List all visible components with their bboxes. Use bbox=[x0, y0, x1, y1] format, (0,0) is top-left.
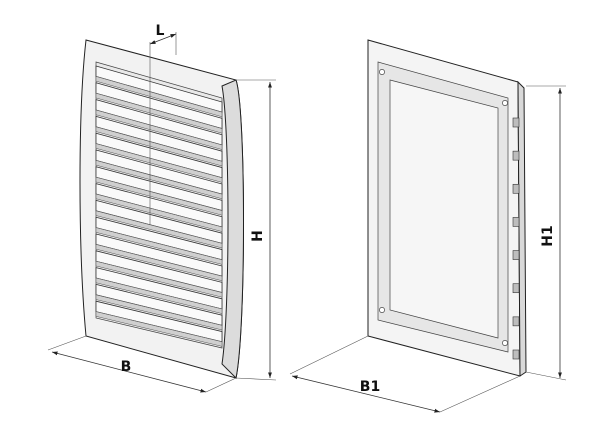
b1-extension-left bbox=[289, 335, 369, 375]
louver-shadow bbox=[95, 277, 223, 314]
label-b: B bbox=[121, 359, 132, 375]
louver-shadow bbox=[95, 311, 223, 347]
louver-group bbox=[95, 65, 223, 347]
label-l: L bbox=[156, 23, 165, 39]
label-b1: B1 bbox=[360, 379, 380, 395]
front-grille bbox=[79, 39, 244, 380]
screw-hole-bottom-left bbox=[379, 307, 385, 313]
back-grille bbox=[367, 39, 527, 377]
dimension-lines: L H B H1 B1 bbox=[47, 23, 567, 413]
b-dimension-line bbox=[51, 351, 207, 393]
screw-hole-bottom-right bbox=[502, 340, 508, 346]
louver-shadow bbox=[95, 227, 223, 265]
louver-shadow bbox=[95, 92, 223, 134]
louver-shadow bbox=[95, 126, 223, 167]
louver-shadow bbox=[95, 193, 223, 232]
mounting-tab bbox=[512, 217, 520, 227]
l-dimension-line bbox=[149, 33, 177, 45]
mounting-tab bbox=[512, 283, 520, 294]
screw-hole-top-left bbox=[379, 69, 385, 75]
louver-shadow bbox=[95, 244, 223, 282]
louver-shadow bbox=[95, 143, 223, 183]
b1-dimension-line bbox=[291, 375, 441, 413]
label-h1: H1 bbox=[540, 225, 556, 246]
screw-hole-top-right bbox=[502, 100, 508, 106]
h-extension-bottom bbox=[235, 377, 277, 381]
louver-shadow bbox=[95, 76, 223, 118]
mounting-tab bbox=[512, 250, 520, 260]
b1-extension-right bbox=[439, 375, 521, 413]
tab-group bbox=[512, 117, 520, 360]
label-h: H bbox=[250, 230, 266, 242]
louver-shadow bbox=[95, 210, 223, 249]
louver-shadow bbox=[95, 160, 223, 200]
mounting-tab bbox=[512, 349, 520, 360]
louver-shadow bbox=[95, 176, 223, 216]
back-panel-inner bbox=[389, 79, 499, 339]
louver-shadow bbox=[95, 109, 223, 150]
mounting-tab bbox=[512, 183, 520, 194]
mounting-tab bbox=[512, 117, 520, 128]
mounting-tab bbox=[512, 150, 520, 161]
b-extension-right bbox=[205, 377, 237, 393]
louver-shadow bbox=[95, 260, 223, 298]
b-extension-left bbox=[47, 335, 87, 351]
mounting-tab bbox=[512, 316, 520, 327]
h1-extension-bottom bbox=[525, 371, 567, 381]
louver-shadow bbox=[95, 294, 223, 331]
